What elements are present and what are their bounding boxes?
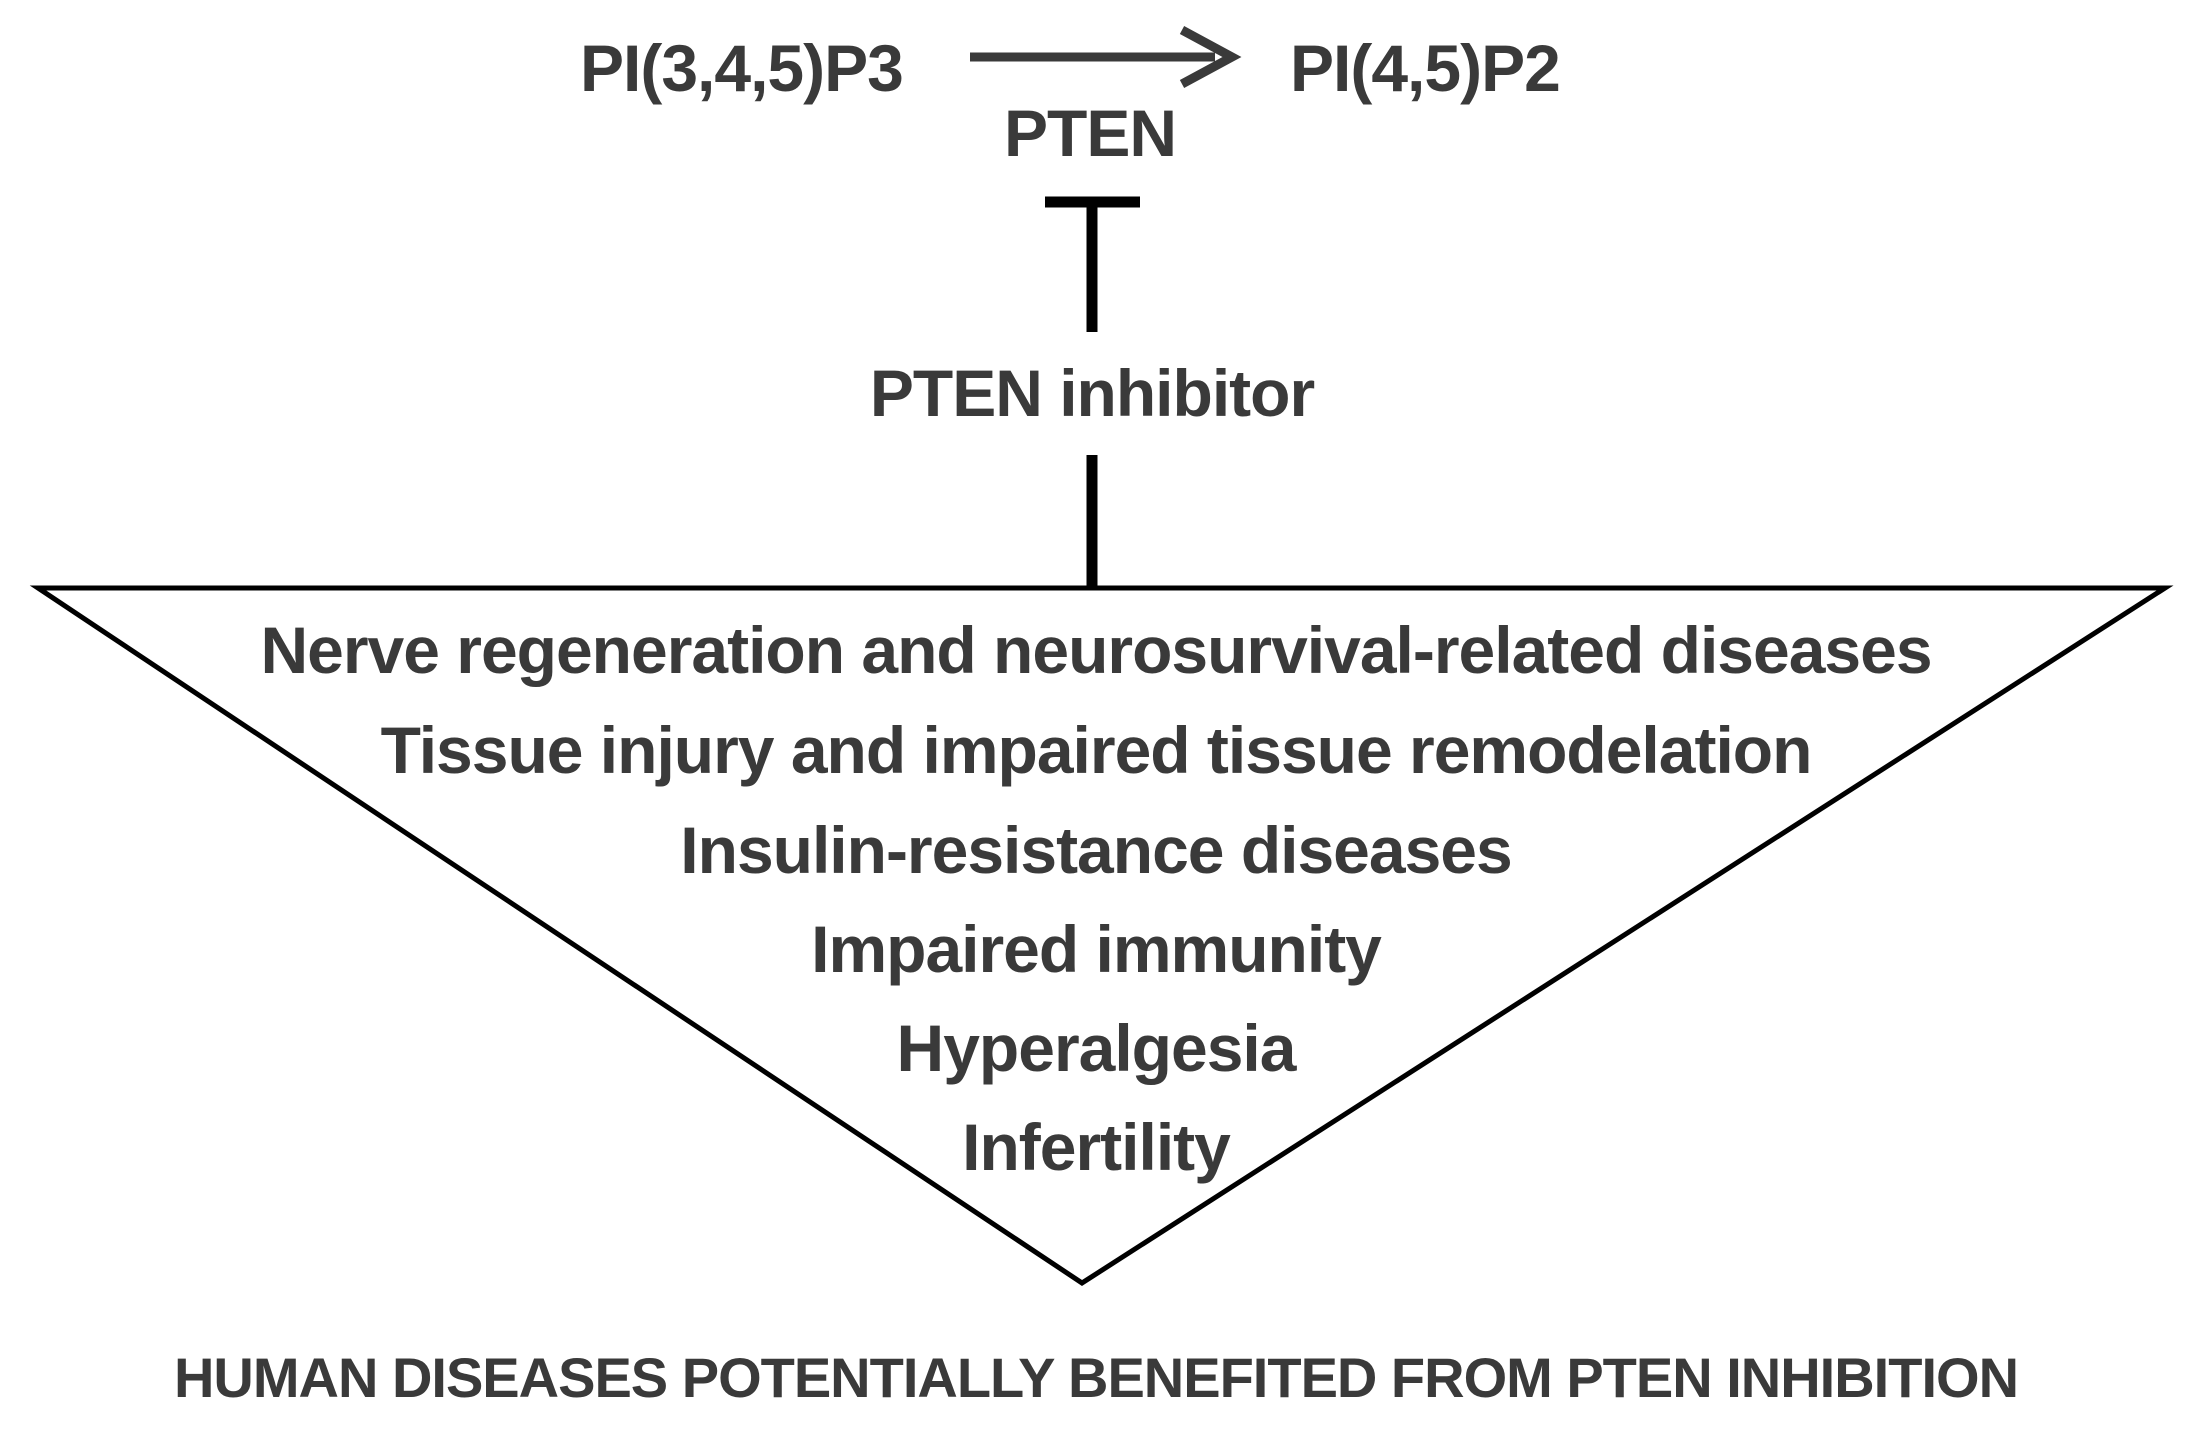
disease-item: Tissue injury and impaired tissue remode… xyxy=(380,713,1813,787)
disease-item: Insulin-resistance diseases xyxy=(680,813,1512,887)
disease-item: Impaired immunity xyxy=(811,912,1382,986)
disease-item: Nerve regeneration and neurosurvival-rel… xyxy=(260,613,1932,687)
product-label: PI(4,5)P2 xyxy=(1290,31,1561,105)
disease-triangle xyxy=(29,585,2174,1286)
inhibitor-label: PTEN inhibitor xyxy=(869,356,1315,430)
disease-item: Hyperalgesia xyxy=(896,1011,1297,1085)
substrate-label: PI(3,4,5)P3 xyxy=(580,31,904,105)
disease-item: Infertility xyxy=(962,1110,1231,1184)
reaction-arrow-head xyxy=(1179,26,1242,88)
enzyme-label: PTEN xyxy=(1003,96,1177,170)
diagram-caption: HUMAN DISEASES POTENTIALLY BENEFITED FRO… xyxy=(173,1346,2019,1409)
